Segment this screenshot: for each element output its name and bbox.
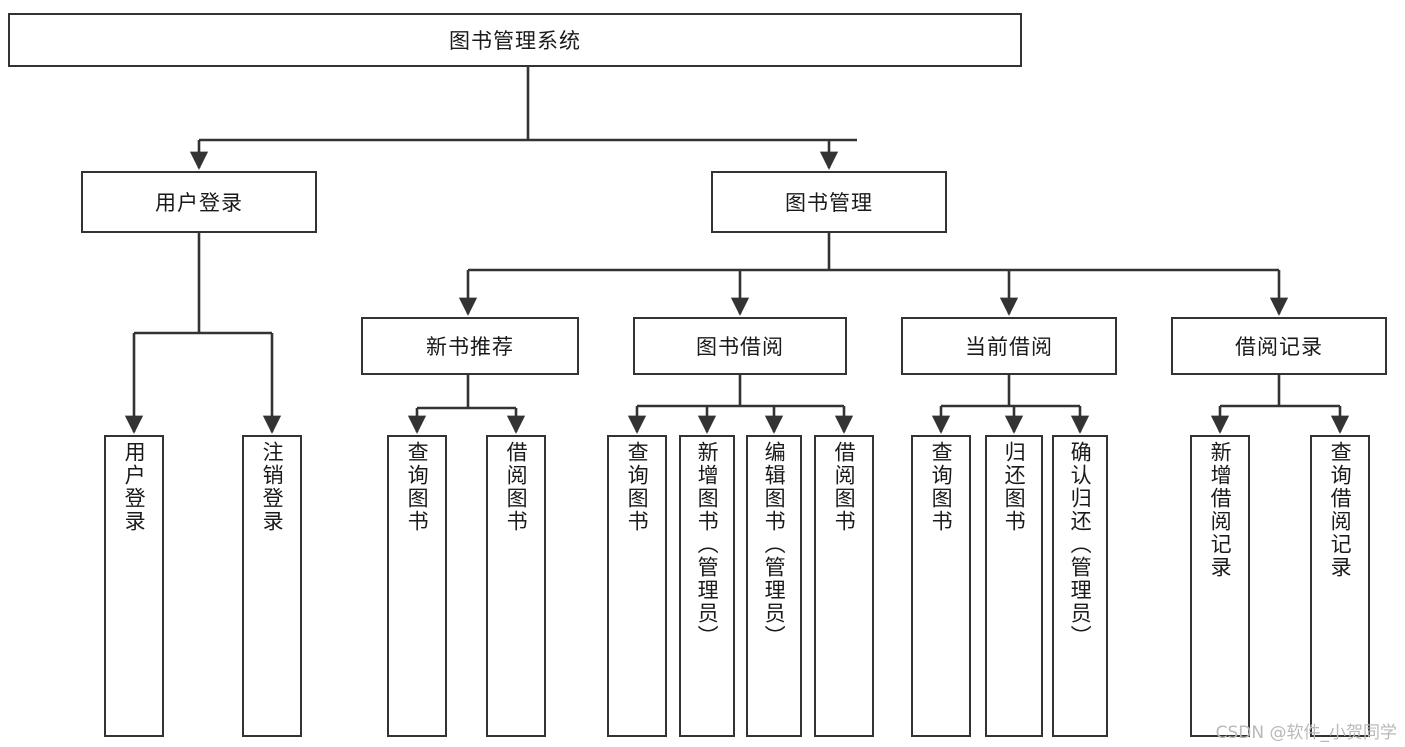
leaf-confirm-return-admin-label: 确认归还（管理员） xyxy=(1068,441,1093,648)
leaf-add-book-admin[interactable]: 新增图书（管理员） xyxy=(679,435,735,737)
leaf-query-book-borrow[interactable]: 查询图书 xyxy=(607,435,667,737)
leaf-query-book-newbook-label: 查询图书 xyxy=(405,441,430,533)
leaf-return-book-label: 归还图书 xyxy=(1002,441,1027,533)
leaf-query-book-borrow-label: 查询图书 xyxy=(625,441,650,533)
node-user-login-label: 用户登录 xyxy=(155,191,243,215)
leaf-add-borrow-record[interactable]: 新增借阅记录 xyxy=(1190,435,1250,737)
leaf-query-book-newbook[interactable]: 查询图书 xyxy=(387,435,447,737)
leaf-edit-book-admin-label: 编辑图书（管理员） xyxy=(762,441,787,648)
node-current-borrow[interactable]: 当前借阅 xyxy=(901,317,1117,375)
node-book-management-label: 图书管理 xyxy=(785,191,873,215)
leaf-confirm-return-admin[interactable]: 确认归还（管理员） xyxy=(1052,435,1108,737)
leaf-query-book-current-label: 查询图书 xyxy=(929,441,954,533)
leaf-edit-book-admin[interactable]: 编辑图书（管理员） xyxy=(746,435,802,737)
leaf-borrow-book-label: 借阅图书 xyxy=(832,441,857,533)
node-book-borrow-label: 图书借阅 xyxy=(696,335,784,359)
node-root-label: 图书管理系统 xyxy=(449,29,581,53)
leaf-borrow-book-newbook[interactable]: 借阅图书 xyxy=(486,435,546,737)
node-borrow-record[interactable]: 借阅记录 xyxy=(1171,317,1387,375)
leaf-logout[interactable]: 注销登录 xyxy=(242,435,302,737)
node-new-book-recommend[interactable]: 新书推荐 xyxy=(361,317,579,375)
node-root[interactable]: 图书管理系统 xyxy=(8,13,1022,67)
node-book-borrow[interactable]: 图书借阅 xyxy=(633,317,847,375)
node-new-book-recommend-label: 新书推荐 xyxy=(426,335,514,359)
leaf-return-book[interactable]: 归还图书 xyxy=(985,435,1043,737)
node-borrow-record-label: 借阅记录 xyxy=(1235,335,1323,359)
leaf-logout-label: 注销登录 xyxy=(260,441,285,533)
leaf-query-borrow-record[interactable]: 查询借阅记录 xyxy=(1310,435,1370,737)
leaf-user-login-label: 用户登录 xyxy=(122,441,147,533)
leaf-borrow-book[interactable]: 借阅图书 xyxy=(814,435,874,737)
leaf-query-borrow-record-label: 查询借阅记录 xyxy=(1328,441,1353,579)
node-user-login[interactable]: 用户登录 xyxy=(81,171,317,233)
leaf-add-book-admin-label: 新增图书（管理员） xyxy=(695,441,720,648)
leaf-query-book-current[interactable]: 查询图书 xyxy=(911,435,971,737)
leaf-user-login[interactable]: 用户登录 xyxy=(104,435,164,737)
node-current-borrow-label: 当前借阅 xyxy=(965,335,1053,359)
leaf-borrow-book-newbook-label: 借阅图书 xyxy=(504,441,529,533)
node-book-management[interactable]: 图书管理 xyxy=(711,171,947,233)
leaf-add-borrow-record-label: 新增借阅记录 xyxy=(1208,441,1233,579)
